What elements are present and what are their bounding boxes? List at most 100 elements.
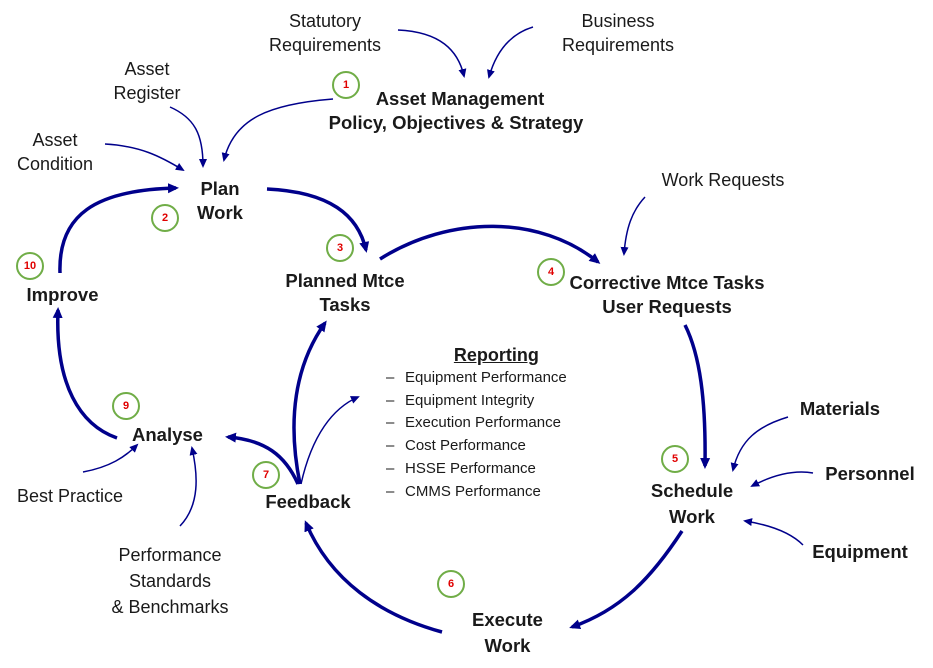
node-schedule-line2: Work [669,506,715,527]
reporting-item-label: Equipment Integrity [405,391,535,409]
reporting-item-label: HSSE Performance [405,459,536,477]
reporting-list: –Equipment Performance –Equipment Integr… [386,367,567,503]
node-schedule-line1: Schedule [650,480,734,501]
input-business-requirements: Business Requirements [548,9,688,57]
node-planned-line2: Tasks [319,294,371,315]
node-analyse-line1: Analyse [132,424,203,445]
arrow-register-to-plan [169,106,207,168]
input-materials: Materials [785,397,895,421]
arrow-bestpractice-to-analyse [82,443,139,473]
input-work-requests: Work Requests [648,168,798,192]
arrow-materials-to-schedule [730,416,789,472]
arrow-plan-to-planned [266,187,370,253]
reporting-title: Reporting [453,345,539,365]
arrow-schedule-to-execute [569,530,684,630]
arrow-feedback-to-reporting [300,396,360,485]
node-planned-mtce-tasks: Planned Mtce Tasks [270,269,420,317]
node-planned-line1: Planned Mtce [285,270,405,291]
input-performance-line1: Performance [118,545,222,565]
input-asset-condition: Asset Condition [10,128,100,176]
input-equipment-line1: Equipment [812,541,908,562]
step-badge-6: 6 [437,570,465,598]
bullet-dash: – [386,437,395,455]
input-asset-register: Asset Register [102,57,192,105]
input-business-line2: Requirements [561,35,675,55]
input-asset-register-line1: Asset [124,59,170,79]
input-personnel-line1: Personnel [825,463,915,484]
input-statutory-line2: Requirements [268,35,382,55]
input-asset-register-line2: Register [113,83,181,103]
arrow-planned-to-corrective [379,224,601,264]
input-work-requests-line1: Work Requests [661,170,785,190]
reporting-item-label: Equipment Performance [405,369,567,386]
input-performance-line2: Standards [128,571,212,591]
reporting-item: –Equipment Integrity [386,390,567,413]
input-best-practice-line1: Best Practice [16,486,124,506]
reporting-item: –Cost Performance [386,435,567,458]
input-business-line1: Business [581,11,655,31]
bullet-dash: – [386,414,395,432]
input-materials-line1: Materials [799,398,881,419]
step-badge-10: 10 [16,252,44,280]
node-execute-line2: Work [484,635,531,656]
arrow-workrequests-to-corrective [620,196,646,256]
arrow-business-to-policy [487,26,534,79]
input-performance-line3: & Benchmarks [111,597,229,617]
node-execute-work: Execute Work [460,607,555,659]
reporting-panel: Reporting –Equipment Performance –Equipm… [386,344,567,503]
node-policy: Asset Management Policy, Objectives & St… [322,87,590,135]
step-badge-1: 1 [332,71,360,99]
node-analyse: Analyse [125,423,210,447]
input-performance-standards: Performance Standards & Benchmarks [100,542,240,620]
bullet-dash: – [386,482,395,500]
node-corrective-mtce-tasks: Corrective Mtce Tasks User Requests [564,271,770,319]
input-asset-condition-line2: Condition [16,154,94,174]
input-asset-condition-line1: Asset [32,130,78,150]
node-policy-line2: Policy, Objectives & Strategy [328,112,584,133]
step-badge-3: 3 [326,234,354,262]
node-improve-line1: Improve [26,284,99,305]
step-badge-2: 2 [151,204,179,232]
node-plan-work: Plan Work [185,177,255,225]
arrow-equipment-to-schedule [743,518,804,546]
input-best-practice: Best Practice [5,484,135,508]
reporting-item: –HSSE Performance [386,458,567,481]
step-badge-4: 4 [537,258,565,286]
bullet-dash: – [386,459,395,477]
arrow-condition-to-plan [104,143,185,172]
bullet-dash: – [386,369,395,386]
input-statutory-line1: Statutory [288,11,362,31]
node-corrective-line2: User Requests [602,296,732,317]
reporting-item-label: CMMS Performance [405,482,541,500]
arrow-performance-to-analyse [179,446,198,527]
node-policy-line1: Asset Management [375,88,545,109]
reporting-item-label: Execution Performance [405,414,561,432]
node-execute-line1: Execute [472,609,543,630]
node-corrective-line1: Corrective Mtce Tasks [569,272,765,293]
arrow-policy-to-plan [221,98,334,162]
arrow-improve-to-plan [58,183,179,274]
input-equipment: Equipment [800,540,920,564]
arrow-execute-to-feedback [304,520,443,634]
arrow-personnel-to-schedule [750,471,814,487]
reporting-item-label: Cost Performance [405,437,526,455]
step-badge-7: 7 [252,461,280,489]
bullet-dash: – [386,391,395,409]
node-schedule-work: Schedule Work [640,478,744,530]
reporting-item: –CMMS Performance [386,481,567,504]
node-feedback-line1: Feedback [265,491,351,512]
arrow-corrective-to-schedule [683,324,711,469]
node-plan-line2: Work [197,202,243,223]
step-badge-9: 9 [112,392,140,420]
reporting-item: –Execution Performance [386,412,567,435]
reporting-item: –Equipment Performance [386,367,567,390]
node-feedback: Feedback [258,490,358,514]
input-personnel: Personnel [815,462,925,486]
arrow-feedback-to-planned [292,320,327,485]
step-badge-5: 5 [661,445,689,473]
node-improve: Improve [20,283,105,307]
node-plan-line1: Plan [200,178,240,199]
arrow-feedback-to-analyse [225,432,300,485]
arrow-analyse-to-improve [52,307,118,440]
input-statutory-requirements: Statutory Requirements [255,9,395,57]
